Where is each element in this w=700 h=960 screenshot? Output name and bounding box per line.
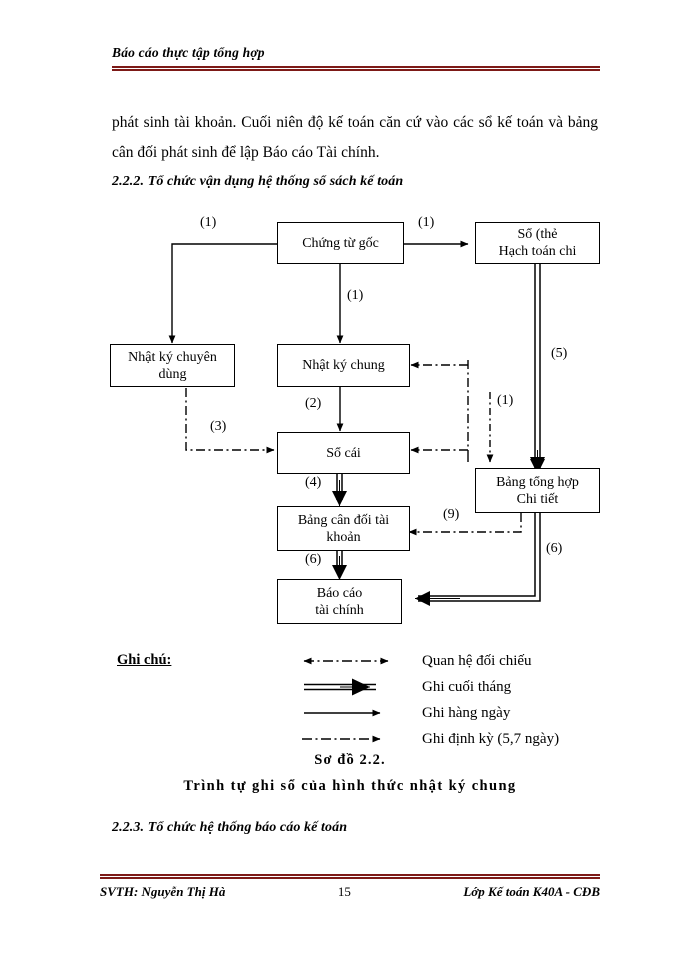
edge-label-1-right: (1) (418, 215, 435, 230)
footer-author: SVTH: Nguyễn Thị Hà (100, 884, 226, 899)
node-label: Nhật ký chuyên dùng (128, 349, 217, 382)
node-chung-tu-goc[interactable]: Chứng từ gốc (277, 222, 404, 264)
edge-label-1-dashdot: (1) (497, 393, 514, 408)
edge-label-4: (4) (305, 475, 322, 490)
node-so-the-hach-toan[interactable]: Sổ (thẻ Hạch toán chi (475, 222, 600, 264)
edge-label-1-down: (1) (347, 288, 364, 303)
edge-label-6-right: (6) (546, 541, 563, 556)
figure-caption-title: Trình tự ghi sổ của hình thức nhật ký ch… (183, 778, 517, 794)
legend-item: Ghi hàng ngày (300, 702, 510, 724)
node-label: Bảng tổng hợp Chi tiết (496, 474, 579, 507)
edge-label-3: (3) (210, 419, 227, 434)
node-bang-can-doi[interactable]: Bảng cân đối tài khoản (277, 506, 410, 551)
node-bang-tong-hop[interactable]: Bảng tổng hợp Chi tiết (475, 468, 600, 513)
legend-label: Quan hệ đối chiếu (422, 652, 532, 669)
node-so-cai[interactable]: Sổ cái (277, 432, 410, 474)
thick-double-line-arrow-icon (300, 677, 412, 697)
page-header: Báo cáo thực tập tổng hợp (112, 44, 600, 63)
legend-label: Ghi định kỳ (5,7 ngày) (422, 730, 560, 747)
edge-label-2: (2) (305, 396, 322, 411)
thin-solid-arrow-icon (300, 703, 412, 723)
page-footer: SVTH: Nguyễn Thị Hà 15 Lớp Kế toán K40A … (100, 884, 600, 900)
legend-item: Ghi định kỳ (5,7 ngày) (300, 728, 559, 750)
legend-item: Quan hệ đối chiếu (300, 650, 532, 672)
footer-class: Lớp Kế toán K40A - CĐB (463, 884, 600, 899)
legend-label: Ghi hàng ngày (422, 704, 511, 721)
node-nhat-ky-chung[interactable]: Nhật ký chung (277, 344, 410, 387)
legend-label: Ghi cuối tháng (422, 678, 512, 695)
legend-item: Ghi cuối tháng (300, 676, 511, 698)
figure-caption-number: Sơ đồ 2.2. (314, 752, 386, 768)
header-divider (112, 66, 600, 71)
node-label: Báo cáo tài chính (315, 585, 364, 618)
edge-label-5: (5) (551, 346, 568, 361)
node-label: Sổ (thẻ Hạch toán chi (498, 227, 577, 259)
dashdot-arrow-icon (300, 729, 412, 749)
accounting-flow-diagram: Chứng từ gốc Sổ (thẻ Hạch toán chi Nhật … (0, 200, 700, 640)
page-number: 15 (337, 884, 351, 899)
node-label: Bảng cân đối tài khoản (297, 512, 390, 545)
node-bao-cao-tai-chinh[interactable]: Báo cáo tài chính (277, 579, 402, 624)
footer-divider (100, 874, 600, 879)
edge-label-9: (9) (443, 507, 460, 522)
legend: Ghi chú: Quan hệ đối chiếu (0, 648, 700, 758)
node-label: Nhật ký chung (302, 358, 385, 373)
diagram-connectors (168, 240, 545, 606)
node-nhat-ky-chuyen-dung[interactable]: Nhật ký chuyên dùng (110, 344, 235, 387)
edge-label-1-left: (1) (200, 215, 217, 230)
body-paragraph: phát sinh tài khoản. Cuối niên độ kế toá… (112, 114, 598, 161)
legend-title: Ghi chú: (117, 652, 172, 668)
edge-label-6-left: (6) (305, 552, 322, 567)
node-label: Sổ cái (326, 445, 361, 461)
section-heading-2-2-3: 2.2.3. Tổ chức hệ thống báo cáo kế toán (112, 820, 348, 835)
header-title: Báo cáo thực tập tổng hợp (112, 45, 265, 60)
section-heading-2-2-2: 2.2.2. Tổ chức vận dụng hệ thống sổ sách… (112, 174, 404, 189)
node-label: Chứng từ gốc (302, 235, 379, 251)
dashdot-double-arrow-icon (300, 651, 412, 671)
